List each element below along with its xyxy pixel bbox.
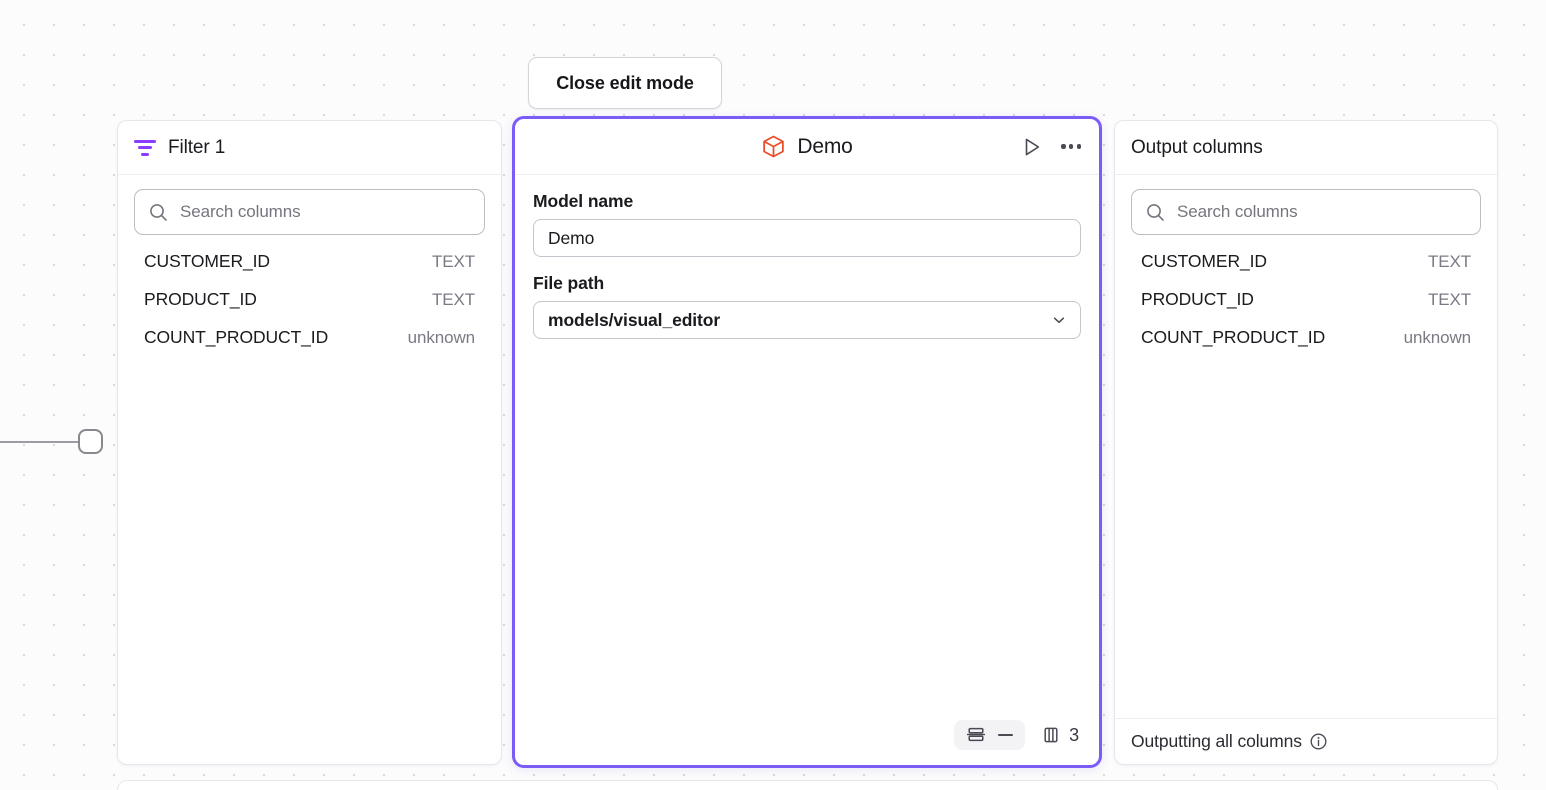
output-panel-footer: Outputting all columns xyxy=(1115,718,1497,764)
model-node-panel[interactable]: Demo Model name Demo File path models/vi… xyxy=(512,116,1102,768)
filter-panel-header: Filter 1 xyxy=(118,121,501,175)
rows-icon xyxy=(966,727,986,742)
column-name: CUSTOMER_ID xyxy=(1141,251,1267,271)
columns-icon xyxy=(1044,727,1058,743)
model-name-label: Model name xyxy=(533,191,634,211)
column-name: PRODUCT_ID xyxy=(144,289,257,309)
column-type: TEXT xyxy=(1427,252,1471,271)
column-type: unknown xyxy=(1403,328,1471,347)
search-icon xyxy=(1147,203,1164,221)
model-panel-header: Demo xyxy=(515,119,1099,175)
column-type: TEXT xyxy=(1427,290,1471,309)
connector-handle[interactable] xyxy=(78,429,103,454)
output-column-list: CUSTOMER_ID TEXT PRODUCT_ID TEXT COUNT_P… xyxy=(1131,251,1481,365)
column-count-control[interactable]: 3 xyxy=(1037,720,1083,751)
filter-search-input[interactable]: Search columns xyxy=(134,189,485,235)
list-item[interactable]: PRODUCT_ID TEXT xyxy=(1141,289,1471,327)
column-name: COUNT_PRODUCT_ID xyxy=(144,327,329,347)
filter-icon xyxy=(134,139,156,156)
play-icon[interactable] xyxy=(1021,136,1043,158)
output-panel-body: Search columns CUSTOMER_ID TEXT PRODUCT_… xyxy=(1115,175,1497,718)
file-path-select[interactable]: models/visual_editor xyxy=(533,301,1081,339)
list-item[interactable]: PRODUCT_ID TEXT xyxy=(144,289,475,327)
filter-node-panel[interactable]: Filter 1 Search columns CUSTOMER_ID TEXT… xyxy=(117,120,502,765)
output-search-input[interactable]: Search columns xyxy=(1131,189,1481,235)
model-name-value: Demo xyxy=(548,227,595,248)
info-icon[interactable] xyxy=(1309,732,1328,751)
outputting-status-text: Outputting all columns xyxy=(1131,731,1302,751)
model-name-field[interactable]: Demo xyxy=(533,219,1081,257)
close-edit-mode-button[interactable]: Close edit mode xyxy=(528,57,722,109)
file-path-value: models/visual_editor xyxy=(548,309,721,330)
model-panel-body: Model name Demo File path models/visual_… xyxy=(515,175,1099,711)
output-columns-panel[interactable]: Output columns Search columns CUSTOMER_I… xyxy=(1114,120,1498,765)
rows-value-dash xyxy=(998,733,1014,737)
model-panel-footer: 3 xyxy=(515,711,1099,765)
cube-icon xyxy=(763,135,785,158)
column-name: CUSTOMER_ID xyxy=(144,251,270,271)
list-item[interactable]: COUNT_PRODUCT_ID unknown xyxy=(1141,327,1471,365)
output-panel-title: Output columns xyxy=(1131,136,1263,158)
list-item[interactable]: COUNT_PRODUCT_ID unknown xyxy=(144,327,475,365)
column-name: PRODUCT_ID xyxy=(1141,289,1254,309)
column-type: unknown xyxy=(407,328,475,347)
filter-search-placeholder: Search columns xyxy=(180,202,301,221)
bottom-partial-panel[interactable] xyxy=(117,780,1498,790)
output-panel-header: Output columns xyxy=(1115,121,1497,175)
search-icon xyxy=(150,203,167,221)
column-name: COUNT_PRODUCT_ID xyxy=(1141,327,1326,347)
column-count-value: 3 xyxy=(1069,724,1079,745)
connector-edge xyxy=(0,441,78,443)
file-path-label: File path xyxy=(533,273,605,293)
output-search-placeholder: Search columns xyxy=(1177,202,1298,221)
list-item[interactable]: CUSTOMER_ID TEXT xyxy=(144,251,475,289)
filter-column-list: CUSTOMER_ID TEXT PRODUCT_ID TEXT COUNT_P… xyxy=(134,251,485,365)
filter-panel-title: Filter 1 xyxy=(168,136,226,158)
column-type: TEXT xyxy=(431,252,475,271)
row-count-control[interactable] xyxy=(954,720,1026,750)
column-type: TEXT xyxy=(431,290,475,309)
model-panel-title: Demo xyxy=(797,134,853,158)
ellipsis-icon[interactable] xyxy=(1059,138,1083,154)
filter-panel-body: Search columns CUSTOMER_ID TEXT PRODUCT_… xyxy=(118,175,501,764)
list-item[interactable]: CUSTOMER_ID TEXT xyxy=(1141,251,1471,289)
chevron-down-icon xyxy=(1053,317,1065,324)
